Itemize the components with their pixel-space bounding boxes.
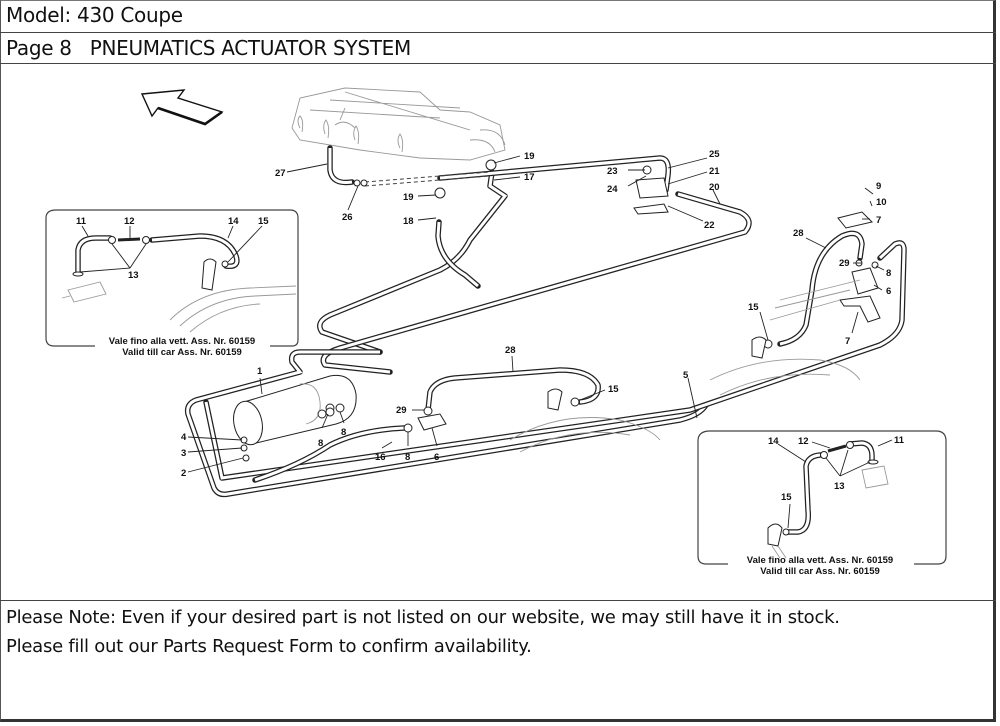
callout-28: 28 <box>793 228 804 239</box>
callout-22: 22 <box>704 220 715 231</box>
air-reservoir <box>233 374 357 446</box>
model-label: Model: 430 Coupe <box>6 3 183 27</box>
callout-21: 21 <box>709 166 720 177</box>
inset-right: 14 12 13 11 15 Vale fino alla vett. Ass.… <box>697 430 947 577</box>
parts-diagram: 27 26 19 18 19 17 23 24 25 21 20 22 9 10… <box>0 64 996 601</box>
tube-lines <box>184 145 907 498</box>
callout-8: 8 <box>405 452 410 463</box>
callout-29: 29 <box>396 405 407 416</box>
callout-6: 6 <box>434 452 439 463</box>
inset-left-callout-12: 12 <box>124 216 135 227</box>
stock-note: Please Note: Even if your desired part i… <box>6 607 840 628</box>
engine-intake-outline <box>291 87 506 161</box>
inset-left: 11 12 13 14 15 Vale fino alla vett. Ass.… <box>45 209 299 358</box>
callout-20: 20 <box>709 182 720 193</box>
callout-8: 8 <box>318 438 323 449</box>
inset-right-callout-13: 13 <box>834 481 845 492</box>
inset-left-caption-en: Valid till car Ass. Nr. 60159 <box>122 347 242 358</box>
callout-29: 29 <box>839 258 850 269</box>
callout-19: 19 <box>524 151 535 162</box>
callout-19: 19 <box>403 192 414 203</box>
callout-27: 27 <box>275 168 286 179</box>
callout-2: 2 <box>181 468 186 479</box>
inset-left-callout-15: 15 <box>258 216 269 227</box>
callout-17: 17 <box>524 172 535 183</box>
callout-23: 23 <box>607 166 618 177</box>
page-title: PNEUMATICS ACTUATOR SYSTEM <box>89 36 412 60</box>
request-form-note: Please fill out our Parts Request Form t… <box>6 636 532 657</box>
callout-15: 15 <box>748 302 759 313</box>
callout-28: 28 <box>505 345 516 356</box>
inset-left-callout-14: 14 <box>228 216 239 227</box>
callout-8: 8 <box>341 427 346 438</box>
callout-25: 25 <box>709 149 720 160</box>
inset-right-callout-11: 11 <box>894 435 905 446</box>
note-section: Please Note: Even if your desired part i… <box>0 601 996 722</box>
callout-1: 1 <box>257 366 263 377</box>
callout-7: 7 <box>845 336 850 347</box>
callout-3: 3 <box>181 448 186 459</box>
callout-7: 7 <box>876 215 881 226</box>
direction-arrow-icon <box>140 89 224 126</box>
page-heading: Page 8 PNEUMATICS ACTUATOR SYSTEM <box>6 36 411 60</box>
inset-right-caption-en: Valid till car Ass. Nr. 60159 <box>760 566 880 577</box>
page-title-row: Page 8 PNEUMATICS ACTUATOR SYSTEM <box>0 33 996 64</box>
callout-4: 4 <box>181 432 187 443</box>
callout-10: 10 <box>876 197 887 208</box>
callout-24: 24 <box>607 184 618 195</box>
leader-lines <box>187 155 885 473</box>
inset-right-callout-15: 15 <box>781 492 792 503</box>
callout-26: 26 <box>342 212 353 223</box>
model-row: Model: 430 Coupe <box>0 0 996 33</box>
inset-left-callout-13: 13 <box>128 270 139 281</box>
callout-labels: 27 26 19 18 19 17 23 24 25 21 20 22 9 10… <box>181 149 891 479</box>
inset-right-callout-14: 14 <box>768 436 779 447</box>
callout-5: 5 <box>683 370 689 381</box>
page-number: Page 8 <box>6 36 72 60</box>
inset-left-callout-11: 11 <box>76 216 87 227</box>
inset-right-callout-12: 12 <box>798 436 809 447</box>
inset-right-caption-it: Vale fino alla vett. Ass. Nr. 60159 <box>747 555 893 566</box>
callout-8: 8 <box>886 268 891 279</box>
callout-18: 18 <box>403 216 414 227</box>
inset-left-caption-it: Vale fino alla vett. Ass. Nr. 60159 <box>109 336 255 347</box>
callout-15: 15 <box>608 384 619 395</box>
callout-16: 16 <box>375 452 386 463</box>
fittings <box>240 159 881 462</box>
callout-9: 9 <box>876 181 881 192</box>
diagram-svg: 27 26 19 18 19 17 23 24 25 21 20 22 9 10… <box>45 87 947 577</box>
callout-6: 6 <box>886 286 891 297</box>
